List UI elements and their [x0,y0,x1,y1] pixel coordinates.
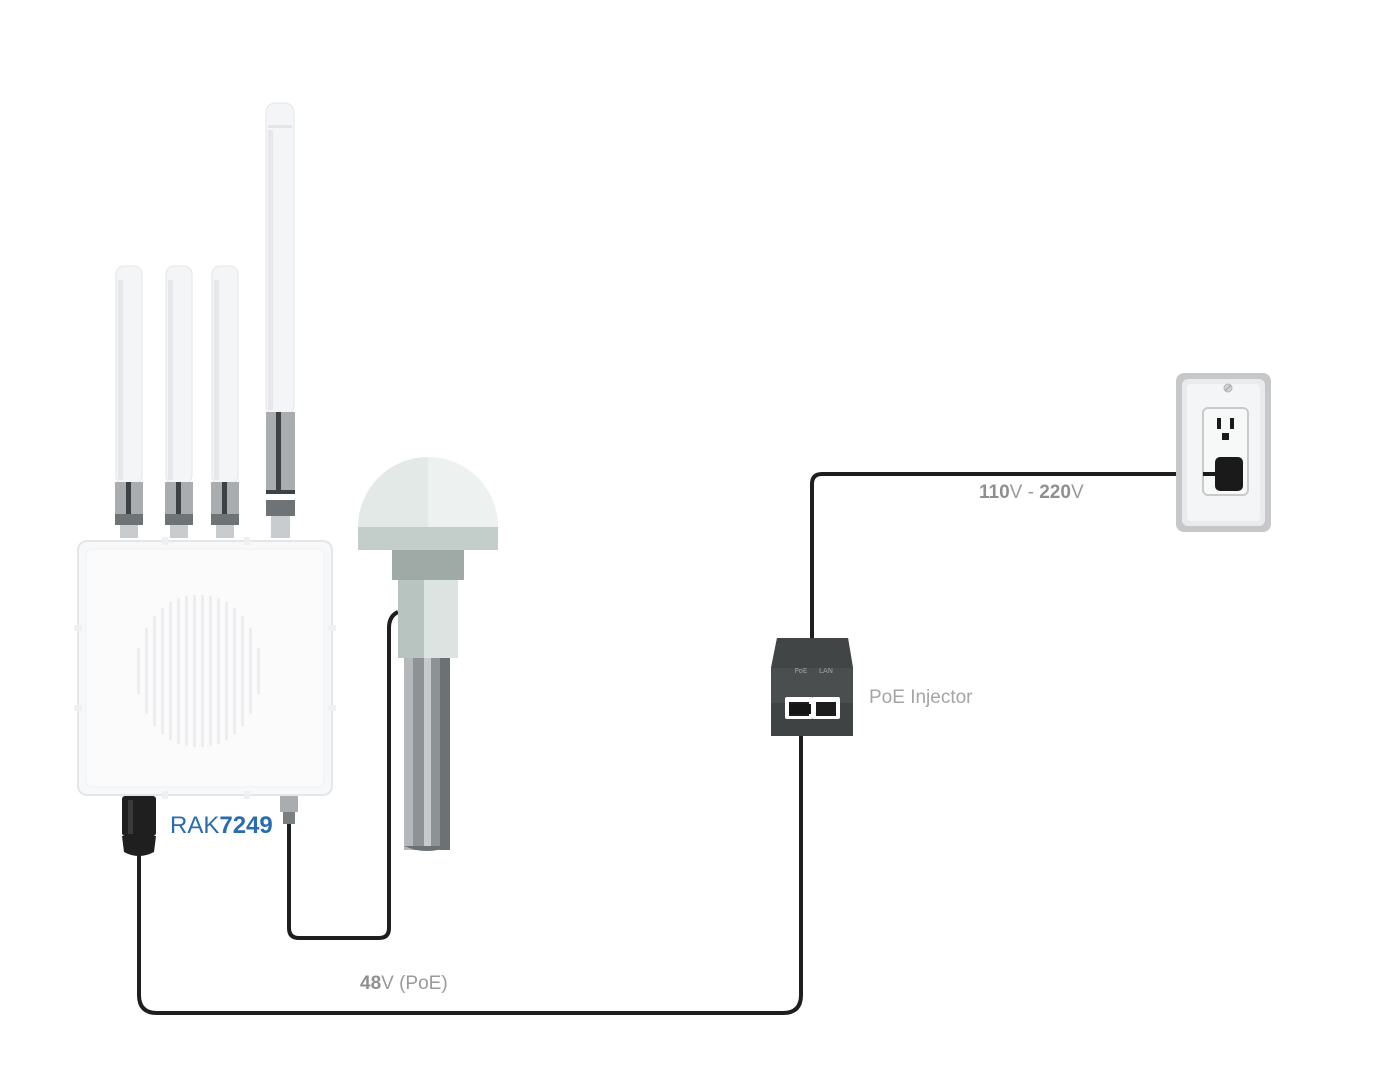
power-voltage-max: 220 [1039,482,1071,503]
vent-grille [137,595,260,747]
poe-injector: PoE LAN [771,638,853,736]
poe-voltage-unit: V (PoE) [381,973,448,994]
power-voltage-unit-2: V [1071,482,1084,503]
antenna-1 [115,265,143,538]
wall-outlet [1176,373,1271,532]
antenna-3 [211,265,239,538]
poe-voltage-label: 48V (PoE) [360,973,448,994]
gps-antenna [358,457,498,851]
port-label-poe: PoE [795,667,808,675]
gps-connector [280,796,298,824]
gateway-enclosure [74,537,336,799]
poe-cable [137,716,803,1015]
gps-cable [287,610,399,940]
antenna-2 [165,265,193,538]
poe-voltage-value: 48 [360,973,381,994]
power-voltage-label: 110V - 220V [979,482,1084,503]
poe-injector-label: PoE Injector [869,687,973,708]
poe-connector [122,796,156,856]
gateway-model-prefix: RAK [170,812,219,839]
power-voltage-separator: - [1022,482,1039,503]
port-label-lan: LAN [819,667,833,675]
gateway-model-number: 7249 [219,812,272,839]
gateway-model-label: RAK7249 [170,812,273,839]
antenna-lte [265,102,295,538]
power-cable [810,472,1217,640]
power-voltage-unit-1: V [1010,482,1023,503]
power-voltage-min: 110 [979,482,1010,503]
power-plug [1215,457,1243,491]
